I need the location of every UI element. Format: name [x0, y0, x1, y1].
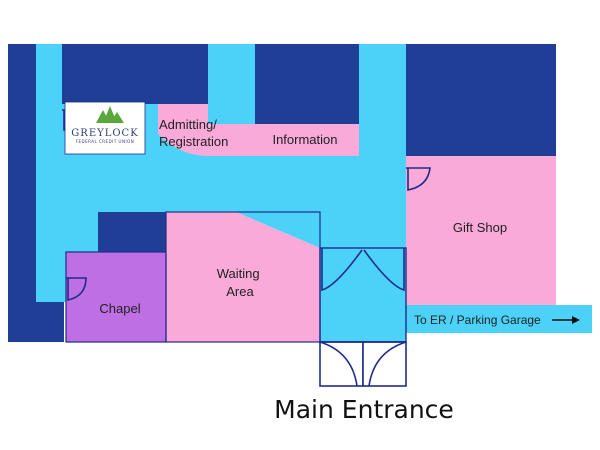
logo-background: [64, 101, 146, 155]
label-gift-shop: Gift Shop: [453, 220, 507, 235]
label-admitting: Admitting/ Registration: [159, 117, 228, 149]
door-swing-icon: [363, 341, 407, 387]
door-panel-right: [362, 341, 407, 387]
door-swing-icon: [66, 277, 87, 301]
door-swing-icon: [319, 341, 363, 387]
label-main-entrance: Main Entrance: [274, 395, 454, 424]
building-walls: [8, 44, 556, 342]
entrance-doors: [319, 341, 407, 387]
label-information: Information: [272, 132, 337, 147]
arrow-right-icon: [552, 316, 580, 324]
logo-subtitle: FEDERAL CREDIT UNION: [76, 139, 135, 144]
door-swing-icon: [406, 167, 431, 191]
room-gift-shop: [406, 156, 556, 305]
label-waiting-line2: Area: [226, 284, 254, 299]
corridor-left: [36, 44, 62, 302]
label-admitting-line1: Admitting/: [159, 117, 217, 132]
room-information: [255, 124, 359, 156]
wall-mid-chapel-top: [98, 212, 166, 252]
door-swing-icon: [363, 248, 405, 292]
tree-logo-icon: [96, 106, 124, 123]
label-chapel: Chapel: [99, 301, 140, 316]
wall-bottom-left: [8, 302, 64, 342]
wall-left: [8, 44, 36, 342]
wall-top-left: [62, 44, 208, 104]
logo-name: GREYLOCK: [71, 128, 138, 139]
room-waiting-area: [166, 212, 320, 342]
label-waiting-line1: Waiting: [217, 266, 260, 281]
corridor-er: [406, 305, 592, 333]
greylock-logo: GREYLOCK FEDERAL CREDIT UNION: [64, 101, 146, 155]
label-admitting-line2: Registration: [159, 134, 228, 149]
corridor-chapel-entry: [36, 276, 66, 302]
corridor-top-right: [359, 44, 406, 156]
room-admitting: [158, 104, 255, 156]
room-chapel: [65, 251, 167, 343]
corridor-right-column: [320, 156, 406, 342]
label-er-parking: To ER / Parking Garage: [414, 313, 541, 327]
door-panel-left: [319, 341, 364, 387]
door-swing-icon: [321, 248, 363, 292]
label-waiting-area: Waiting Area: [217, 266, 264, 299]
wall-top-right: [406, 44, 556, 156]
wall-top-mid: [255, 44, 359, 124]
vestibule-doors: [321, 248, 405, 292]
